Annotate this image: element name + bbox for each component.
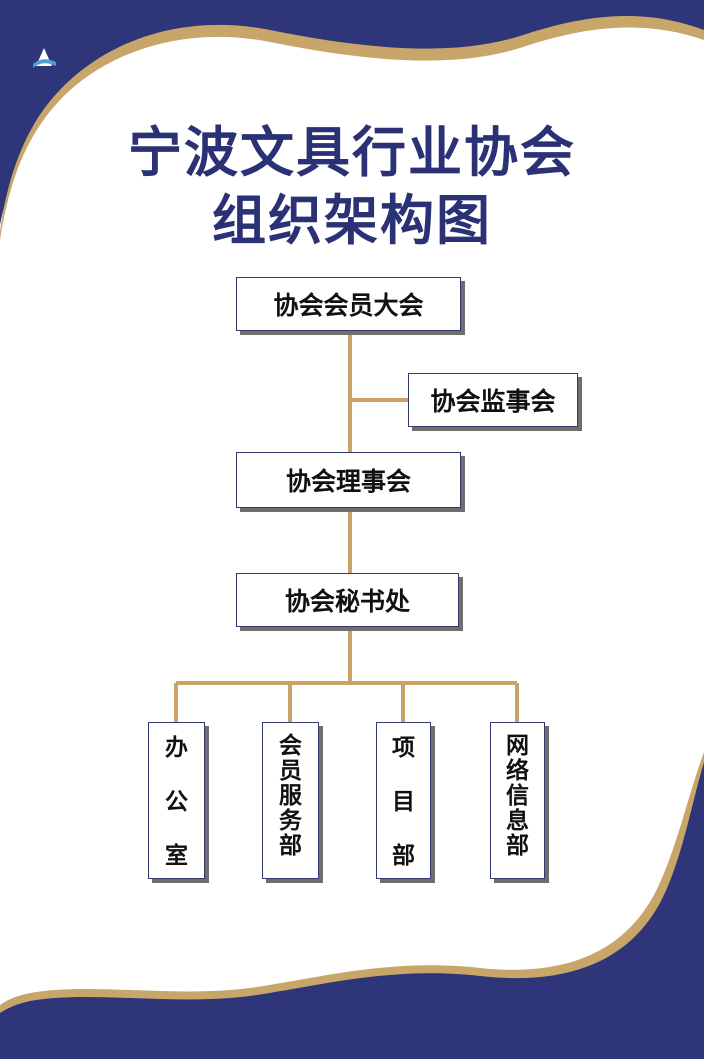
general-assembly-box: 协会会员大会 xyxy=(236,277,461,331)
supervisory-board-box: 协会监事会 xyxy=(408,373,578,427)
department-office-char: 办 xyxy=(165,735,188,761)
department-project-char: 部 xyxy=(392,843,415,869)
department-network-info-char: 部 xyxy=(506,833,529,859)
department-network-info-char: 网 xyxy=(506,733,529,759)
department-member-service-box: 会 员 服 务 部 xyxy=(262,722,319,879)
department-member-service-char: 部 xyxy=(279,833,302,859)
org-connectors xyxy=(174,331,519,722)
secretariat-box: 协会秘书处 xyxy=(236,573,459,627)
department-member-service-char: 服 xyxy=(279,783,302,809)
bottom-navy-wave xyxy=(0,760,704,1059)
department-member-service-char: 员 xyxy=(279,758,302,784)
department-project-char: 目 xyxy=(392,789,415,815)
department-office-char: 室 xyxy=(165,843,188,869)
department-network-info-char: 信 xyxy=(506,783,529,809)
triangle-book-logo-icon xyxy=(29,38,59,72)
council-box: 协会理事会 xyxy=(236,452,461,508)
department-project-box: 项 目 部 xyxy=(376,722,431,879)
department-member-service-char: 会 xyxy=(279,733,302,759)
department-member-service-char: 务 xyxy=(279,808,302,834)
department-office-box: 办 公 室 xyxy=(148,722,205,879)
poster-title-line2: 组织架构图 xyxy=(212,189,492,252)
department-office-char: 公 xyxy=(165,789,188,815)
department-network-info-char: 息 xyxy=(506,808,529,834)
department-network-info-char: 络 xyxy=(506,758,529,784)
poster-title-line1: 宁波文具行业协会 xyxy=(128,121,576,184)
department-network-info-box: 网 络 信 息 部 xyxy=(490,722,545,879)
department-project-char: 项 xyxy=(392,735,415,761)
